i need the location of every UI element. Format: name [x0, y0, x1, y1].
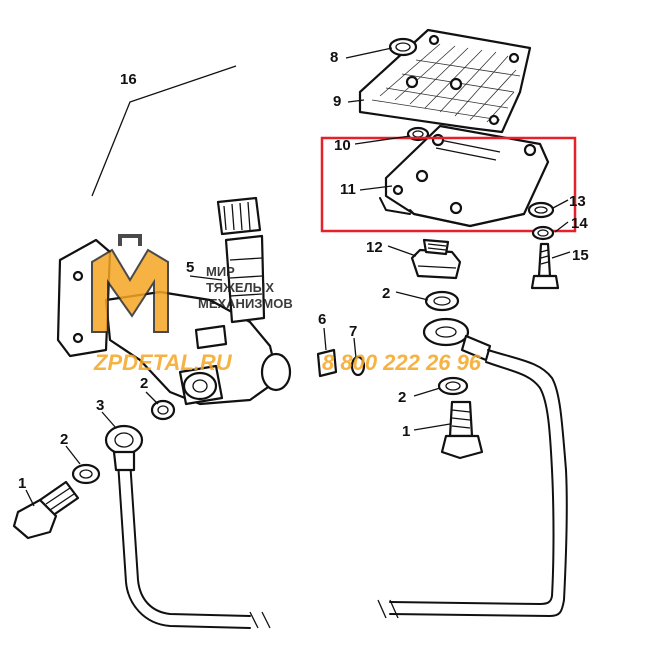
callout-2-upper: 2	[382, 285, 390, 302]
highlight-box	[320, 136, 577, 233]
callout-11: 11	[340, 181, 356, 198]
banjo-connector-right	[422, 317, 492, 362]
watermark-site: ZPDETAL.RU	[93, 350, 233, 375]
banjo-connector-3	[104, 424, 144, 472]
callout-13: 13	[569, 193, 586, 210]
callout-2-right: 2	[398, 389, 406, 406]
watermark-logo: МИР ТЯЖЕЛЫХ МЕХАНИЗМОВ	[91, 234, 293, 333]
callout-2-pump: 2	[140, 375, 148, 392]
washer-2-left	[71, 463, 101, 485]
callout-8: 8	[330, 49, 338, 66]
banjo-bolt-1-right	[440, 400, 484, 460]
washer-14	[531, 225, 555, 241]
callout-16: 16	[120, 71, 137, 88]
gasket-mesh-9	[358, 28, 532, 134]
washer-2-upper	[424, 290, 460, 312]
fitting-12	[410, 238, 462, 280]
watermark-line2: ТЯЖЕЛЫХ	[206, 280, 274, 295]
washer-13	[527, 201, 555, 219]
callout-1-right: 1	[402, 423, 410, 440]
watermark-phone: 8 800 222 26 96	[322, 350, 482, 375]
cover-plate-11	[379, 124, 550, 228]
callout-6: 6	[318, 311, 326, 328]
callout-12: 12	[366, 239, 383, 256]
callout-9: 9	[333, 93, 341, 110]
plug-6	[316, 348, 338, 378]
callout-2-left: 2	[60, 431, 68, 448]
callout-15: 15	[572, 247, 589, 264]
callout-1-left: 1	[18, 475, 26, 492]
banjo-bolt-1-left	[12, 480, 80, 540]
callout-7: 7	[349, 323, 357, 340]
callout-3: 3	[96, 397, 104, 414]
leader-16	[91, 65, 237, 197]
bolt-15	[530, 242, 560, 290]
washer-2-pump	[150, 399, 176, 421]
callout-14: 14	[571, 215, 588, 232]
washer-8	[388, 37, 418, 57]
leader-lines	[25, 47, 571, 507]
watermark-line1: МИР	[206, 264, 235, 279]
fuel-pipe	[117, 349, 568, 629]
washer-2-right	[437, 376, 469, 396]
callout-5: 5	[186, 259, 194, 276]
washer-7	[350, 355, 366, 377]
callout-10: 10	[334, 137, 351, 154]
watermark-line3: МЕХАНИЗМОВ	[198, 296, 293, 311]
logo-mark-icon	[91, 248, 169, 333]
